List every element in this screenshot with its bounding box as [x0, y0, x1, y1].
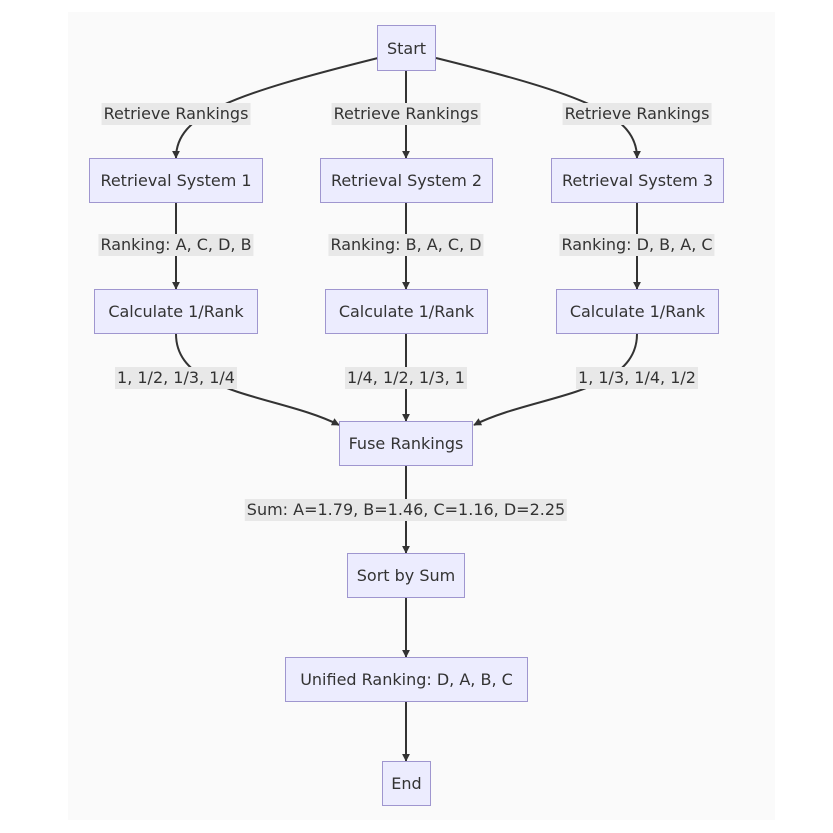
node-unified-ranking: Unified Ranking: D, A, B, C — [285, 657, 528, 702]
edge-label-ranking-3: Ranking: D, B, A, C — [559, 234, 715, 256]
edge-label-sum: Sum: A=1.79, B=1.46, C=1.16, D=2.25 — [244, 499, 568, 521]
node-calculate-rank-2: Calculate 1/Rank — [325, 289, 488, 334]
node-retrieval-system-3: Retrieval System 3 — [551, 158, 724, 203]
edge-calc3-fuse — [473, 333, 638, 426]
edge-label-retrieve-rankings-3: Retrieve Rankings — [562, 103, 712, 125]
node-end: End — [382, 761, 431, 806]
node-calculate-rank-3: Calculate 1/Rank — [556, 289, 719, 334]
edge-label-reciprocal-3: 1, 1/3, 1/4, 1/2 — [576, 367, 698, 389]
node-start: Start — [377, 25, 436, 71]
edge-label-reciprocal-2: 1/4, 1/2, 1/3, 1 — [345, 367, 467, 389]
node-calculate-rank-1: Calculate 1/Rank — [94, 289, 258, 334]
node-retrieval-system-2: Retrieval System 2 — [320, 158, 493, 203]
node-retrieval-system-1: Retrieval System 1 — [89, 158, 263, 203]
edge-label-retrieve-rankings-2: Retrieve Rankings — [331, 103, 481, 125]
edge-label-ranking-1: Ranking: A, C, D, B — [98, 234, 254, 256]
edge-label-ranking-2: Ranking: B, A, C, D — [328, 234, 484, 256]
node-sort-by-sum: Sort by Sum — [347, 553, 465, 598]
edge-label-retrieve-rankings-1: Retrieve Rankings — [101, 103, 251, 125]
edge-calc1-fuse — [175, 333, 340, 426]
edge-label-reciprocal-1: 1, 1/2, 1/3, 1/4 — [115, 367, 237, 389]
node-fuse-rankings: Fuse Rankings — [339, 421, 473, 466]
